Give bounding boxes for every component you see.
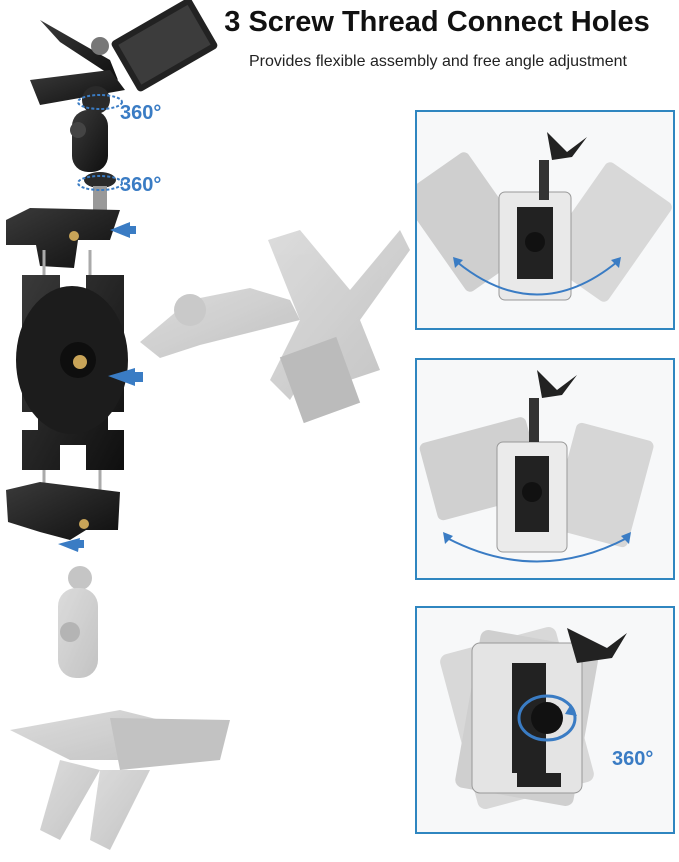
lower-holder-bracket	[6, 482, 120, 540]
ghost-bottom-clamp	[10, 566, 230, 850]
top-clamp	[30, 0, 218, 105]
rotation-label-top: 360°	[120, 102, 162, 124]
panel-tilt-horizontal	[415, 110, 675, 330]
tilt-horizontal-illustration	[417, 132, 672, 302]
central-holder-plate	[16, 275, 128, 495]
upper-holder-bracket	[6, 208, 120, 280]
rotation-label-panel: 360°	[612, 748, 654, 770]
panel-rotate-360	[415, 606, 675, 834]
insert-arrow-top	[110, 222, 136, 238]
insert-arrow-bottom	[58, 538, 84, 552]
rotation-label-middle: 360°	[120, 174, 162, 196]
page-title: 3 Screw Thread Connect Holes	[224, 6, 650, 38]
panel-tilt-flip	[415, 358, 675, 580]
page-subtitle: Provides flexible assembly and free angl…	[249, 53, 627, 70]
top-ball-arm	[70, 86, 123, 212]
insert-arrow-middle	[108, 368, 143, 386]
tilt-flip-illustration	[419, 370, 654, 563]
rotate-360-illustration	[440, 626, 627, 810]
ghost-side-clamp	[140, 230, 410, 424]
